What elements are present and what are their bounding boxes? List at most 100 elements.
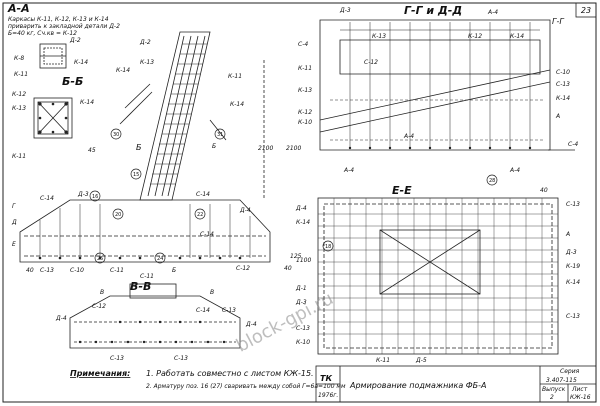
- tb-year: 1976г.: [318, 392, 338, 399]
- drawing-label: А: [565, 231, 570, 238]
- drawing-label: Е-Е: [392, 184, 412, 197]
- drawing-label: С-10: [556, 69, 570, 76]
- drawing-label: Д-4: [239, 207, 251, 214]
- drawing-label: К-14: [296, 219, 310, 226]
- drawing-label: С-13: [174, 355, 188, 362]
- top-note-line1: Каркасы К-11, К-12, К-13 и К-14: [8, 16, 109, 23]
- drawing-label: В-В: [130, 280, 151, 293]
- notes: Примечания: 1. Работать совместно с лист…: [70, 369, 346, 390]
- drawing-label: С-11: [110, 267, 124, 274]
- drawing-label: С-13: [556, 81, 570, 88]
- drawing-label: 31: [217, 132, 223, 138]
- tb-title: Армирование подмажника ФБ-А: [349, 381, 487, 390]
- title-block: ТК 1976г. Армирование подмажника ФБ-А Се…: [315, 365, 597, 403]
- drawing-label: В: [210, 289, 214, 296]
- section-gg-dd: Г-Г и Д-Д А-4 Г-Г Д-3 28 С-4 К-11 К-: [286, 4, 578, 186]
- drawing-label: А-4: [403, 133, 414, 140]
- drawing-label: 18: [325, 244, 331, 250]
- page-number: 23: [581, 6, 591, 15]
- drawing-label: 20: [115, 212, 121, 218]
- drawing-label: С-14: [40, 195, 54, 202]
- drawing-label: Д-4: [295, 205, 307, 212]
- drawing-label: Д-3: [565, 249, 577, 256]
- drawing-label: К-11: [14, 71, 28, 78]
- section-aa: А-А Каркасы К-11, К-12, К-13 и К-14 прив…: [7, 2, 292, 280]
- tb-tk: ТК: [320, 374, 332, 383]
- note-item-1: 1. Работать совместно с листом КЖ-15.: [146, 369, 314, 378]
- section-aa-title: А-А: [7, 2, 30, 15]
- drawing-label: С-12: [92, 303, 106, 310]
- tb-series: 3.407-115: [546, 377, 577, 384]
- drawing-label: К-14: [556, 95, 570, 102]
- drawing-label: С-13: [566, 201, 580, 208]
- drawing-label: К-13: [12, 105, 26, 112]
- drawing-label: Б: [212, 143, 216, 150]
- section-vv: В-В Д-4 С-12 С-14 С-13 Д-4 С-13 С-13 В В…: [55, 253, 302, 362]
- drawing-label: Г: [12, 203, 16, 210]
- section-ee: Е-Е 18 Д-4 К-14 1100 Д-1 Д-3 С-13 К-: [295, 184, 580, 364]
- drawing-label: С-10: [70, 267, 84, 274]
- drawing-label: Д-1: [295, 285, 307, 292]
- drawing-label: Д: [11, 219, 17, 226]
- drawing-label: 24: [157, 256, 163, 262]
- drawing-label: К-11: [298, 65, 312, 72]
- drawing-label: Д-3: [339, 7, 351, 14]
- drawing-label: Д-3: [77, 191, 89, 198]
- drawing-label: 22: [197, 212, 203, 218]
- drawing-label: Д-4: [245, 321, 257, 328]
- drawing-label: К-12: [12, 91, 26, 98]
- drawing-label: С-13: [40, 267, 54, 274]
- tb-sheet: КЖ-16: [570, 394, 591, 401]
- drawing-label: К-19: [566, 263, 580, 270]
- drawing-label: К-10: [296, 339, 310, 346]
- drawing-label: А-4: [487, 9, 498, 16]
- drawing-label: Д-2: [69, 37, 81, 44]
- drawing-label: К-8: [14, 55, 24, 62]
- drawing-label: К-11: [228, 73, 242, 80]
- drawing-label: Г-Г: [552, 17, 564, 26]
- top-note-line3: Б=40 кг, Сч.кв = К-12: [8, 30, 77, 37]
- drawing-label: К-14: [80, 99, 94, 106]
- drawing-label: Б-Б: [62, 75, 83, 88]
- drawing-label: Д-3: [295, 299, 307, 306]
- drawing-label: К-11: [12, 153, 26, 160]
- sheet-frame: [2, 2, 597, 403]
- drawing-label: С-13: [222, 307, 236, 314]
- drawing-label: Б: [136, 143, 142, 152]
- drawing-label: А-4: [509, 167, 520, 174]
- drawing-label: Д-5: [415, 357, 427, 364]
- drawing-label: С-13: [296, 325, 310, 332]
- drawing-label: А: [555, 113, 560, 120]
- drawing-label: С-13: [110, 355, 124, 362]
- drawing-label: С-12: [236, 265, 250, 272]
- top-note-line2: приварить к закладной детали Д-2: [8, 23, 120, 30]
- drawing-label: А-4: [343, 167, 354, 174]
- tb-issue: 2: [550, 394, 554, 401]
- drawing-label: Д-4: [55, 315, 67, 322]
- drawing-label: Е: [12, 241, 16, 248]
- drawing-label: 2100: [286, 145, 301, 152]
- drawing-label: 30: [113, 132, 119, 138]
- drawing-label: 45: [88, 147, 96, 154]
- drawing-label: К-14: [74, 59, 88, 66]
- drawing-label: К-14: [566, 279, 580, 286]
- drawing-label: Серия: [560, 368, 580, 375]
- drawing-label: К-10: [298, 119, 312, 126]
- drawing-label: К-12: [298, 109, 312, 116]
- drawing-label: К-13: [372, 33, 386, 40]
- drawing-label: К-11: [376, 357, 390, 364]
- drawing-label: Б: [172, 267, 176, 274]
- drawing-label: 40: [540, 187, 548, 194]
- drawing-label: 16: [92, 194, 98, 200]
- drawing-label: 125: [290, 253, 302, 260]
- drawing-label: 40: [26, 267, 34, 274]
- drawing-label: С-4: [298, 41, 308, 48]
- drawing-label: К-14: [510, 33, 524, 40]
- drawing-label: Д-2: [139, 39, 151, 46]
- notes-title: Примечания:: [70, 369, 130, 378]
- drawing-label: К-14: [116, 67, 130, 74]
- drawing-label: С-4: [568, 141, 578, 148]
- note-item-2: 2. Арматуру поз. 16 (27) сваривать между…: [146, 383, 346, 390]
- drawing-label: 2100: [258, 145, 273, 152]
